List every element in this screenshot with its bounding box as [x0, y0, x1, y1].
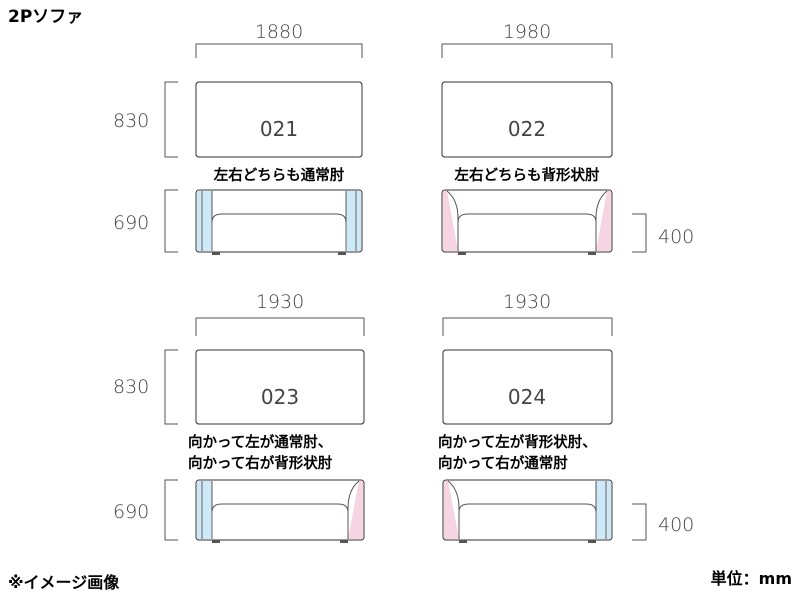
height-label-023: 690 — [113, 501, 149, 523]
model-024: 1930 024 向かって左が背形状肘、 向かって右が通常肘 — [438, 291, 694, 543]
caption-022: 左右どちらも背形状肘 — [454, 166, 600, 184]
width-label-021: 1880 — [255, 21, 303, 43]
front-view-022 — [441, 189, 613, 255]
top-view-021 — [195, 81, 363, 158]
caption-024-line1: 向かって左が背形状肘、 — [438, 433, 597, 451]
width-dimension-022 — [441, 43, 613, 58]
depth-label-023: 830 — [113, 376, 149, 398]
depth-label-021: 830 — [113, 110, 149, 132]
arm-height-dimension-022 — [632, 213, 647, 253]
arm-height-label-024: 400 — [658, 514, 694, 536]
front-view-023 — [195, 479, 365, 543]
unit-label: 単位：mm — [711, 569, 792, 588]
depth-dimension-021 — [164, 81, 178, 158]
model-021: 1880 830 021 左右どちらも通常肘 690 — [113, 21, 363, 255]
width-dimension-021 — [195, 43, 363, 58]
top-view-023 — [195, 349, 365, 425]
caption-021: 左右どちらも通常肘 — [213, 166, 345, 184]
caption-024-line2: 向かって右が通常肘 — [438, 454, 568, 472]
arm-height-label-022: 400 — [658, 226, 694, 248]
model-code-022: 022 — [508, 117, 546, 141]
page-title: 2Pソファ — [8, 7, 83, 27]
top-view-024 — [442, 349, 613, 425]
model-023: 1930 830 023 向かって左が通常肘、 向かって右が背形状肘 690 — [113, 291, 365, 543]
width-label-023: 1930 — [256, 291, 304, 313]
model-code-024: 024 — [508, 385, 546, 409]
model-code-023: 023 — [261, 385, 299, 409]
width-label-022: 1980 — [503, 21, 551, 43]
width-dimension-024 — [442, 317, 613, 336]
top-view-022 — [441, 81, 613, 158]
arm-height-dimension-024 — [632, 503, 647, 541]
width-dimension-023 — [195, 317, 365, 336]
depth-dimension-023 — [164, 349, 178, 425]
front-view-021 — [195, 189, 363, 255]
caption-023-line2: 向かって右が背形状肘 — [188, 454, 333, 472]
model-022: 1980 022 左右どちらも背形状肘 400 — [441, 21, 694, 255]
model-code-021: 021 — [260, 117, 298, 141]
height-dimension-023 — [164, 479, 178, 541]
front-view-024 — [442, 479, 613, 543]
height-dimension-021 — [164, 189, 178, 253]
height-label-021: 690 — [113, 212, 149, 234]
width-label-024: 1930 — [503, 291, 551, 313]
image-note: ※イメージ画像 — [8, 573, 120, 592]
caption-023-line1: 向かって左が通常肘、 — [188, 433, 332, 451]
